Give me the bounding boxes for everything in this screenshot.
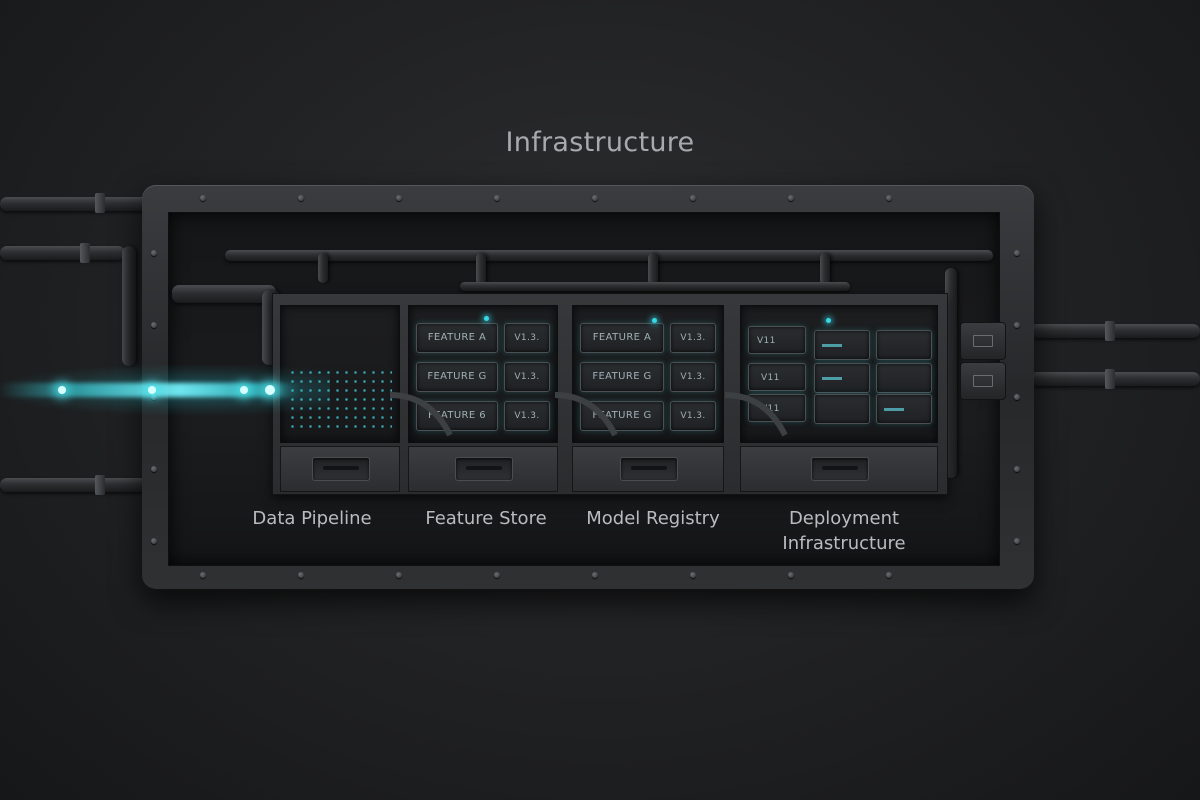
feature-store-module: FEATURE G xyxy=(416,362,498,392)
feature-store-module: FEATURE A xyxy=(416,323,498,353)
rivet xyxy=(298,572,304,578)
model-registry-module: FEATURE A xyxy=(580,323,664,353)
rivet xyxy=(396,572,402,578)
rivet xyxy=(788,572,794,578)
model-registry-version: V1.3. xyxy=(670,362,716,392)
label-model-registry: Model Registry xyxy=(586,508,720,529)
pipe-left-top xyxy=(0,197,150,211)
rivet xyxy=(151,394,157,400)
internal-pipe-drop xyxy=(476,253,486,285)
rivet xyxy=(592,195,598,201)
junction-box xyxy=(960,362,1006,400)
drawer-handle xyxy=(620,457,678,481)
rivet xyxy=(494,195,500,201)
internal-pipe-top xyxy=(225,250,993,261)
feature-store-version: V1.3. xyxy=(504,323,550,353)
pipe-coupler xyxy=(1105,321,1115,341)
data-spark xyxy=(240,386,248,394)
status-led xyxy=(652,318,657,323)
rivet xyxy=(788,195,794,201)
deployment-module xyxy=(814,394,870,424)
rivet xyxy=(886,572,892,578)
status-bar xyxy=(884,408,904,411)
pipe-left-mid xyxy=(0,246,125,260)
model-registry-version: V1.3. xyxy=(670,401,716,431)
label-deployment-line1: Deployment xyxy=(788,508,900,529)
pipe-coupler xyxy=(95,193,105,213)
rivet xyxy=(592,572,598,578)
rivet xyxy=(396,195,402,201)
status-led xyxy=(484,316,489,321)
pipe-coupler xyxy=(80,243,90,263)
rivet xyxy=(1014,466,1020,472)
label-deployment: Deployment Infrastructure xyxy=(764,506,924,556)
internal-pipe-left xyxy=(172,285,276,303)
data-spark xyxy=(265,385,275,395)
rivet xyxy=(151,538,157,544)
rivet xyxy=(151,250,157,256)
pipe-right-bottom xyxy=(1030,372,1200,386)
drawer xyxy=(280,446,400,492)
rivet xyxy=(298,195,304,201)
internal-pipe-drop xyxy=(820,253,830,285)
rivet xyxy=(1014,538,1020,544)
label-data-pipeline: Data Pipeline xyxy=(252,508,372,529)
drawer xyxy=(408,446,558,492)
internal-pipe-drop xyxy=(318,253,328,283)
rivet xyxy=(494,572,500,578)
status-led xyxy=(826,318,831,323)
label-feature-store: Feature Store xyxy=(425,508,547,529)
data-spark xyxy=(148,386,156,394)
rivet xyxy=(1014,394,1020,400)
rivet xyxy=(200,572,206,578)
pipe-left-vertical xyxy=(122,246,136,366)
deployment-version: V11 xyxy=(748,363,806,391)
status-bar xyxy=(822,344,842,347)
rivet xyxy=(200,195,206,201)
drawer-handle xyxy=(811,457,869,481)
junction-box xyxy=(960,322,1006,360)
data-spark xyxy=(58,386,66,394)
internal-pipe-drop xyxy=(648,253,658,285)
internal-pipe-right xyxy=(945,268,957,478)
label-deployment-line2: Infrastructure xyxy=(782,533,906,554)
model-registry-module: FEATURE G xyxy=(580,362,664,392)
drawer xyxy=(572,446,724,492)
deployment-version: V11 xyxy=(748,326,806,354)
rivet xyxy=(1014,250,1020,256)
deployment-module xyxy=(876,330,932,360)
rivet xyxy=(690,195,696,201)
drawer-handle xyxy=(455,457,513,481)
pipe-coupler xyxy=(95,475,105,495)
drawer-handle xyxy=(312,457,370,481)
rivet xyxy=(886,195,892,201)
internal-pipe-feed xyxy=(460,282,850,291)
data-pipeline-indicators xyxy=(288,368,392,430)
status-bar xyxy=(822,377,842,380)
rivet xyxy=(690,572,696,578)
rivet xyxy=(1014,322,1020,328)
feature-store-version: V1.3. xyxy=(504,401,550,431)
feature-store-version: V1.3. xyxy=(504,362,550,392)
pipe-right-top xyxy=(1030,324,1200,338)
pipe-coupler xyxy=(1105,369,1115,389)
pipe-left-bottom xyxy=(0,478,150,492)
drawer xyxy=(740,446,938,492)
diagram-title: Infrastructure xyxy=(505,127,695,158)
cables xyxy=(389,392,788,437)
model-registry-version: V1.3. xyxy=(670,323,716,353)
rivet xyxy=(151,322,157,328)
deployment-module xyxy=(876,363,932,393)
rivet xyxy=(151,466,157,472)
